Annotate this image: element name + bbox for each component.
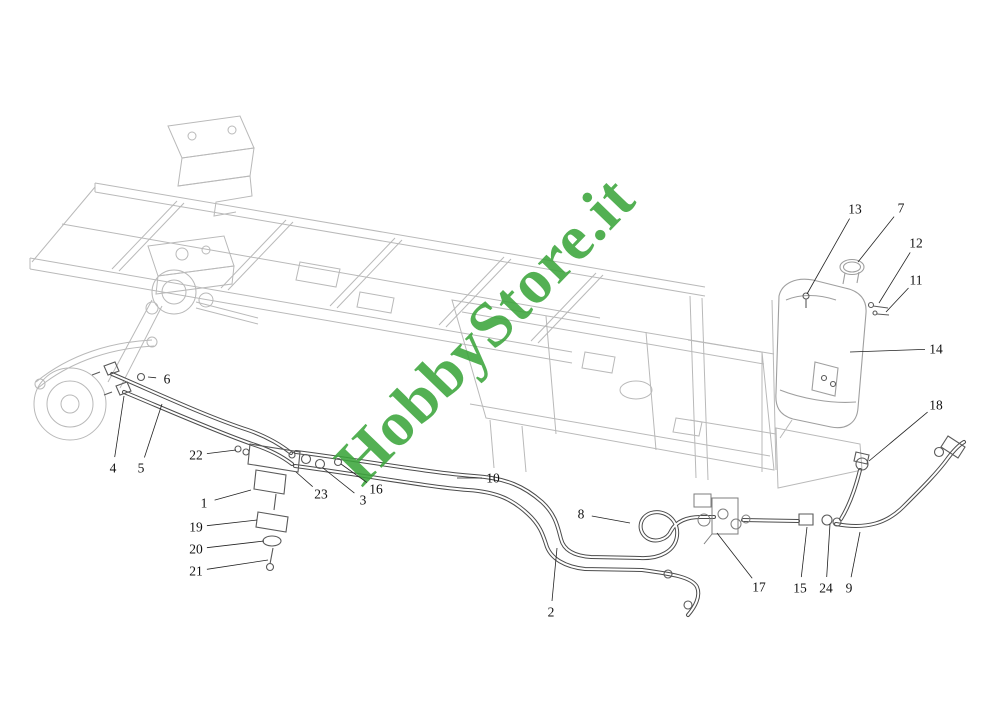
- callout-label-16: 16: [369, 482, 383, 497]
- callout-leader-22: [206, 449, 237, 454]
- callout-label-2: 2: [548, 605, 555, 620]
- callout-leader-4: [114, 395, 125, 458]
- watermark: HobbyStore.it: [321, 162, 648, 497]
- callout-label-24: 24: [819, 581, 833, 596]
- tank-body: [775, 278, 867, 429]
- callout-label-13: 13: [848, 202, 862, 217]
- hydraulic-hoses: [110, 372, 966, 617]
- filler-cap: [839, 258, 865, 276]
- callout-leader-12: [878, 252, 911, 304]
- callout-leader-15: [800, 526, 808, 578]
- callout-label-11: 11: [910, 273, 923, 288]
- callout-leader-18: [868, 411, 928, 462]
- callout-leader-23: [295, 471, 313, 488]
- valve-block: [693, 493, 751, 545]
- fuel-tank: [775, 258, 867, 429]
- callout-label-23: 23: [314, 487, 328, 502]
- callout-label-1: 1: [201, 496, 208, 511]
- callout-leader-16: [340, 463, 368, 483]
- differential: [151, 269, 197, 315]
- callout-label-4: 4: [110, 461, 117, 476]
- callout-label-5: 5: [138, 461, 145, 476]
- callout-label-15: 15: [793, 581, 807, 596]
- callout-label-21: 21: [189, 564, 203, 579]
- callout-leader-13: [806, 218, 850, 295]
- callout-label-14: 14: [929, 342, 943, 357]
- callout-leader-17: [716, 532, 753, 579]
- callout-leader-6: [147, 376, 157, 379]
- callout-leader-19: [206, 519, 258, 527]
- callout-leader-9: [850, 531, 861, 578]
- callout-leader-21: [206, 559, 269, 570]
- callout-leader-14: [849, 349, 926, 353]
- callout-label-18: 18: [929, 398, 943, 413]
- callout-label-22: 22: [189, 448, 203, 463]
- callout-leader-11: [885, 287, 909, 313]
- callout-leader-7: [857, 216, 895, 263]
- callout-label-8: 8: [578, 507, 585, 522]
- callout-leader-8: [591, 515, 631, 524]
- callout-label-3: 3: [360, 493, 367, 508]
- callout-leader-24: [826, 523, 831, 578]
- wheel-hub: [33, 367, 107, 441]
- callout-leader-5: [144, 403, 163, 458]
- callout-label-20: 20: [189, 542, 203, 557]
- callout-label-17: 17: [752, 580, 766, 595]
- callout-label-6: 6: [164, 372, 171, 387]
- callout-leader-20: [206, 540, 265, 549]
- callout-leader-3: [322, 467, 355, 494]
- chassis-frame: [29, 115, 863, 489]
- fittings-and-fasteners: [91, 292, 966, 610]
- callout-leader-1: [214, 489, 252, 501]
- front-axle-assembly: [33, 269, 259, 441]
- callout-label-7: 7: [898, 201, 905, 216]
- callout-label-19: 19: [189, 520, 203, 535]
- callout-label-12: 12: [909, 236, 923, 251]
- callout-label-9: 9: [846, 581, 853, 596]
- callout-leader-2: [551, 547, 558, 602]
- callout-label-10: 10: [486, 471, 500, 486]
